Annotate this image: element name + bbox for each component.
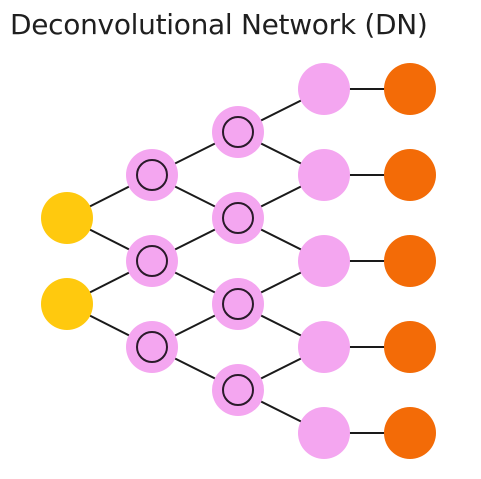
node-conv-2-1 xyxy=(212,106,264,158)
convolution-ring xyxy=(136,159,168,191)
hidden-node-circle xyxy=(212,106,264,158)
node-hidden-1 xyxy=(298,63,350,115)
hidden-node-circle xyxy=(298,63,350,115)
convolution-ring xyxy=(222,288,254,320)
node-output-4 xyxy=(384,321,436,373)
node-conv-1-2 xyxy=(126,235,178,287)
hidden-node-circle xyxy=(298,149,350,201)
node-output-2 xyxy=(384,149,436,201)
node-input-1 xyxy=(41,192,93,244)
output-node-circle xyxy=(384,407,436,459)
output-node-circle xyxy=(384,149,436,201)
nodes-group xyxy=(41,63,436,459)
input-node-circle xyxy=(41,192,93,244)
convolution-ring xyxy=(136,245,168,277)
node-conv-1-1 xyxy=(126,149,178,201)
output-node-circle xyxy=(384,235,436,287)
node-conv-1-3 xyxy=(126,321,178,373)
output-node-circle xyxy=(384,63,436,115)
node-conv-2-4 xyxy=(212,364,264,416)
node-output-1 xyxy=(384,63,436,115)
hidden-node-circle xyxy=(212,192,264,244)
hidden-node-circle xyxy=(212,364,264,416)
hidden-node-circle xyxy=(298,321,350,373)
node-hidden-2 xyxy=(298,149,350,201)
hidden-node-circle xyxy=(212,278,264,330)
node-output-5 xyxy=(384,407,436,459)
node-hidden-3 xyxy=(298,235,350,287)
hidden-node-circle xyxy=(126,321,178,373)
hidden-node-circle xyxy=(298,235,350,287)
hidden-node-circle xyxy=(298,407,350,459)
output-node-circle xyxy=(384,321,436,373)
hidden-node-circle xyxy=(126,235,178,287)
diagram-title: Deconvolutional Network (DN) xyxy=(10,8,428,41)
node-conv-2-3 xyxy=(212,278,264,330)
hidden-node-circle xyxy=(126,149,178,201)
convolution-ring xyxy=(222,202,254,234)
node-input-2 xyxy=(41,278,93,330)
node-hidden-4 xyxy=(298,321,350,373)
convolution-ring xyxy=(222,374,254,406)
node-conv-2-2 xyxy=(212,192,264,244)
node-output-3 xyxy=(384,235,436,287)
input-node-circle xyxy=(41,278,93,330)
node-hidden-5 xyxy=(298,407,350,459)
convolution-ring xyxy=(136,331,168,363)
convolution-ring xyxy=(222,116,254,148)
